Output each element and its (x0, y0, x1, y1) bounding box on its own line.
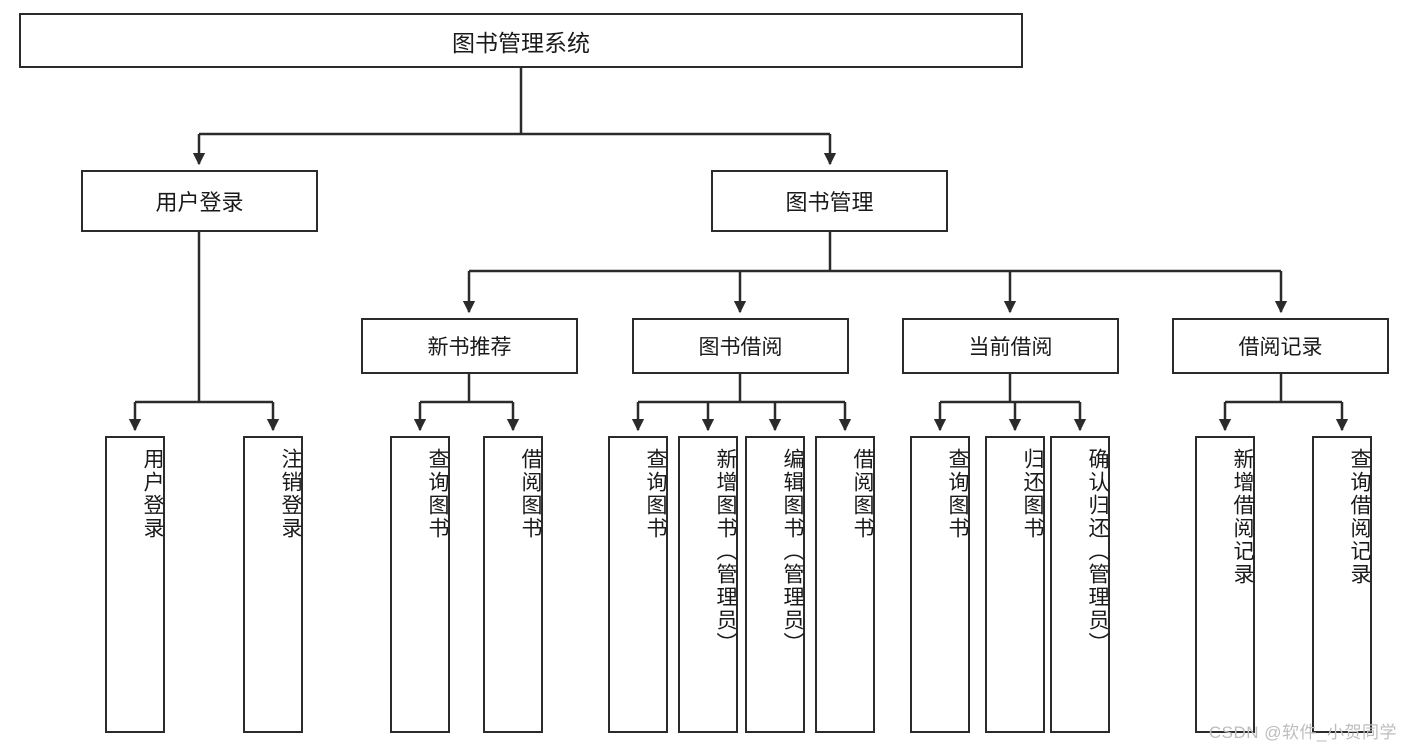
node-leaf-borrow-book-2[interactable]: 借阅图书 (815, 436, 875, 733)
node-leaf-query-record-label: 查询借阅记录 (1348, 448, 1371, 586)
node-leaf-confirm-return[interactable]: 确认归还（管理员） (1050, 436, 1110, 733)
node-leaf-borrow-book-2-label: 借阅图书 (851, 448, 874, 540)
node-leaf-query-record[interactable]: 查询借阅记录 (1312, 436, 1372, 733)
node-leaf-logout[interactable]: 注销登录 (243, 436, 303, 733)
node-leaf-query-book-1[interactable]: 查询图书 (390, 436, 450, 733)
node-leaf-user-login-label: 用户登录 (141, 448, 164, 540)
node-new-book-rec-label: 新书推荐 (427, 336, 512, 359)
node-leaf-edit-book[interactable]: 编辑图书（管理员） (745, 436, 805, 733)
node-leaf-query-book-1-label: 查询图书 (426, 448, 449, 540)
node-leaf-add-book-label: 新增图书（管理员） (714, 448, 737, 655)
node-new-book-rec[interactable]: 新书推荐 (361, 318, 578, 374)
node-leaf-add-record-label: 新增借阅记录 (1231, 448, 1254, 586)
node-root[interactable]: 图书管理系统 (19, 13, 1023, 68)
watermark: CSDN @软件_小贺同学 (1208, 723, 1397, 742)
node-leaf-return-book-label: 归还图书 (1021, 448, 1044, 540)
node-leaf-edit-book-label: 编辑图书（管理员） (781, 448, 804, 655)
node-current-borrow[interactable]: 当前借阅 (902, 318, 1119, 374)
node-borrow-record[interactable]: 借阅记录 (1172, 318, 1389, 374)
node-leaf-logout-label: 注销登录 (279, 448, 302, 540)
node-leaf-borrow-book-1[interactable]: 借阅图书 (483, 436, 543, 733)
node-leaf-user-login[interactable]: 用户登录 (105, 436, 165, 733)
node-book-borrow-label: 图书借阅 (698, 336, 783, 359)
node-user-login[interactable]: 用户登录 (81, 170, 318, 232)
node-book-borrow[interactable]: 图书借阅 (632, 318, 849, 374)
node-borrow-record-label: 借阅记录 (1238, 336, 1323, 359)
node-book-manage[interactable]: 图书管理 (711, 170, 948, 232)
node-current-borrow-label: 当前借阅 (968, 336, 1053, 359)
node-leaf-query-book-3[interactable]: 查询图书 (910, 436, 970, 733)
node-root-label: 图书管理系统 (452, 29, 590, 56)
node-leaf-query-book-2-label: 查询图书 (644, 448, 667, 540)
node-leaf-query-book-2[interactable]: 查询图书 (608, 436, 668, 733)
node-leaf-confirm-return-label: 确认归还（管理员） (1086, 448, 1109, 655)
node-user-login-label: 用户登录 (155, 190, 244, 215)
node-leaf-add-record[interactable]: 新增借阅记录 (1195, 436, 1255, 733)
node-book-manage-label: 图书管理 (785, 190, 874, 215)
node-leaf-query-book-3-label: 查询图书 (946, 448, 969, 540)
node-leaf-return-book[interactable]: 归还图书 (985, 436, 1045, 733)
node-leaf-borrow-book-1-label: 借阅图书 (519, 448, 542, 540)
node-leaf-add-book[interactable]: 新增图书（管理员） (678, 436, 738, 733)
